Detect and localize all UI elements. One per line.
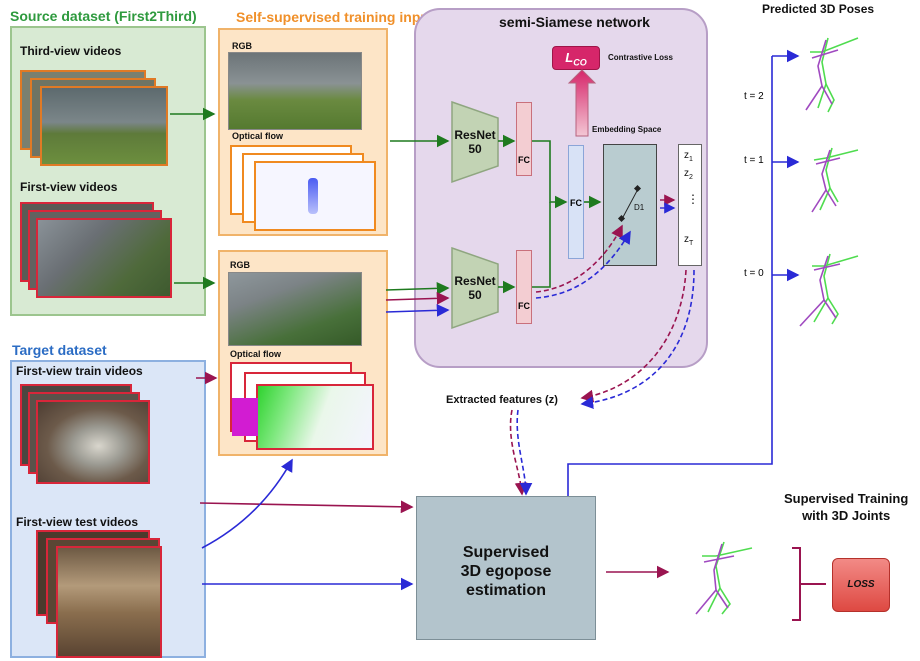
third-view-label: Third-view videos: [20, 44, 122, 58]
z-last: zT: [684, 234, 693, 247]
z-second-sub: 2: [689, 174, 693, 181]
loss-box: LOSS: [832, 558, 890, 612]
rgb-image-bottom: [228, 272, 362, 346]
embedding-space-label: Embedding Space: [592, 125, 662, 134]
t0-label: t = 0: [744, 268, 764, 279]
test-videos-label: First-view test videos: [16, 515, 139, 529]
self-supervised-title: Self-supervised training input: [236, 9, 434, 25]
optical-flow-frame-6: [256, 384, 374, 450]
z-last-sub: T: [689, 240, 694, 247]
pose-t2: [805, 37, 859, 113]
dashed-features-to-supervised-maroon: [509, 409, 528, 496]
z-first-sub: 1: [689, 156, 693, 163]
source-dataset-title: Source dataset (First2Third): [10, 8, 197, 24]
dashed-z-to-features-maroon: [580, 269, 687, 403]
resnet-bottom: [451, 246, 499, 330]
pose-training: [695, 541, 753, 615]
z-first: z1: [684, 150, 693, 163]
loss-main-symbol: L: [565, 50, 574, 65]
supervised-to-poses-line: [567, 56, 773, 496]
supervised-training-line-1: Supervised Training: [784, 491, 909, 506]
optical-flow-label-top: Optical flow: [232, 131, 284, 141]
arrow-input-to-resnet-bottom-blue: [385, 303, 450, 317]
t1-label: t = 1: [744, 155, 764, 166]
semi-siamese-title: semi-Siamese network: [499, 14, 650, 30]
train-videos-label: First-view train videos: [16, 364, 143, 378]
target-dataset-title: Target dataset: [12, 342, 107, 358]
supervised-estimation-box: Supervised 3D egopose estimation: [416, 496, 596, 640]
arrow-train-to-supervised: [199, 500, 414, 514]
supervised-line-1: Supervised: [462, 544, 550, 561]
contrastive-loss-box: LCO: [552, 46, 600, 70]
resnet-bottom-label: ResNet 50: [454, 274, 496, 302]
arrow-input-to-resnet-bottom-maroon: [385, 291, 450, 305]
fc-bottom-label: FC: [518, 301, 530, 311]
optical-flow-label-bottom: Optical flow: [230, 349, 282, 359]
embedding-distance-line: [621, 188, 639, 220]
fc-bottom: FC: [516, 250, 532, 324]
supervised-training-title: Supervised Training with 3D Joints: [784, 490, 908, 524]
train-frame-front: [36, 400, 150, 484]
z-dots: ⋮: [687, 192, 699, 206]
third-view-frame-front: [40, 86, 168, 166]
embedding-point-1: [617, 214, 626, 223]
contrastive-loss-label: Contrastive Loss: [608, 53, 673, 62]
first-view-frame-front: [36, 218, 172, 298]
embedding-point-2: [633, 184, 642, 193]
contrastive-up-arrow: [567, 69, 597, 137]
test-frame-front: [56, 546, 162, 658]
dashed-z-to-features-blue: [580, 269, 695, 410]
rgb-image-top: [228, 52, 362, 130]
fc-shared: FC: [568, 145, 584, 259]
z-second: z2: [684, 168, 693, 181]
dashed-fc-to-embedding-blue: [535, 230, 631, 299]
pose-t1: [811, 147, 859, 213]
t2-label: t = 2: [744, 91, 764, 102]
supervised-training-line-2: with 3D Joints: [802, 508, 891, 523]
z-first-letter: z: [684, 150, 689, 161]
z-second-letter: z: [684, 168, 689, 179]
pose-t0: [799, 253, 859, 327]
fc-shared-label: FC: [570, 198, 582, 208]
arrow-fc-top-to-shared: [532, 140, 568, 209]
z-vector-box: [678, 144, 702, 266]
resnet-top: [451, 100, 499, 184]
rgb-label-top: RGB: [232, 41, 252, 51]
resnet-top-label: ResNet 50: [454, 128, 496, 156]
extracted-features-label: Extracted features (z): [446, 394, 558, 406]
supervised-line-2: 3D egopose: [460, 563, 552, 580]
loss-subscript: CO: [573, 57, 587, 68]
z-last-letter: z: [684, 234, 689, 245]
predicted-poses-title: Predicted 3D Poses: [762, 2, 875, 16]
dashed-features-to-supervised-blue: [516, 409, 533, 496]
fc-top-label: FC: [518, 155, 530, 165]
first-view-label: First-view videos: [20, 180, 118, 194]
fc-top: FC: [516, 102, 532, 176]
loss-bracket: [792, 547, 826, 621]
arrow-test-to-input: [201, 458, 293, 549]
optical-flow-figure: [308, 178, 318, 214]
arrow-fc-bottom-to-shared: [532, 202, 551, 288]
optical-flow-magenta: [232, 398, 258, 436]
optical-flow-frame-3: [254, 161, 376, 231]
rgb-label-bottom: RGB: [230, 260, 250, 270]
distance-label: D1: [634, 203, 645, 212]
arrow-input-to-resnet-bottom-green: [385, 281, 450, 295]
dashed-fc-to-embedding-maroon: [535, 224, 623, 293]
supervised-line-3: estimation: [465, 582, 546, 599]
